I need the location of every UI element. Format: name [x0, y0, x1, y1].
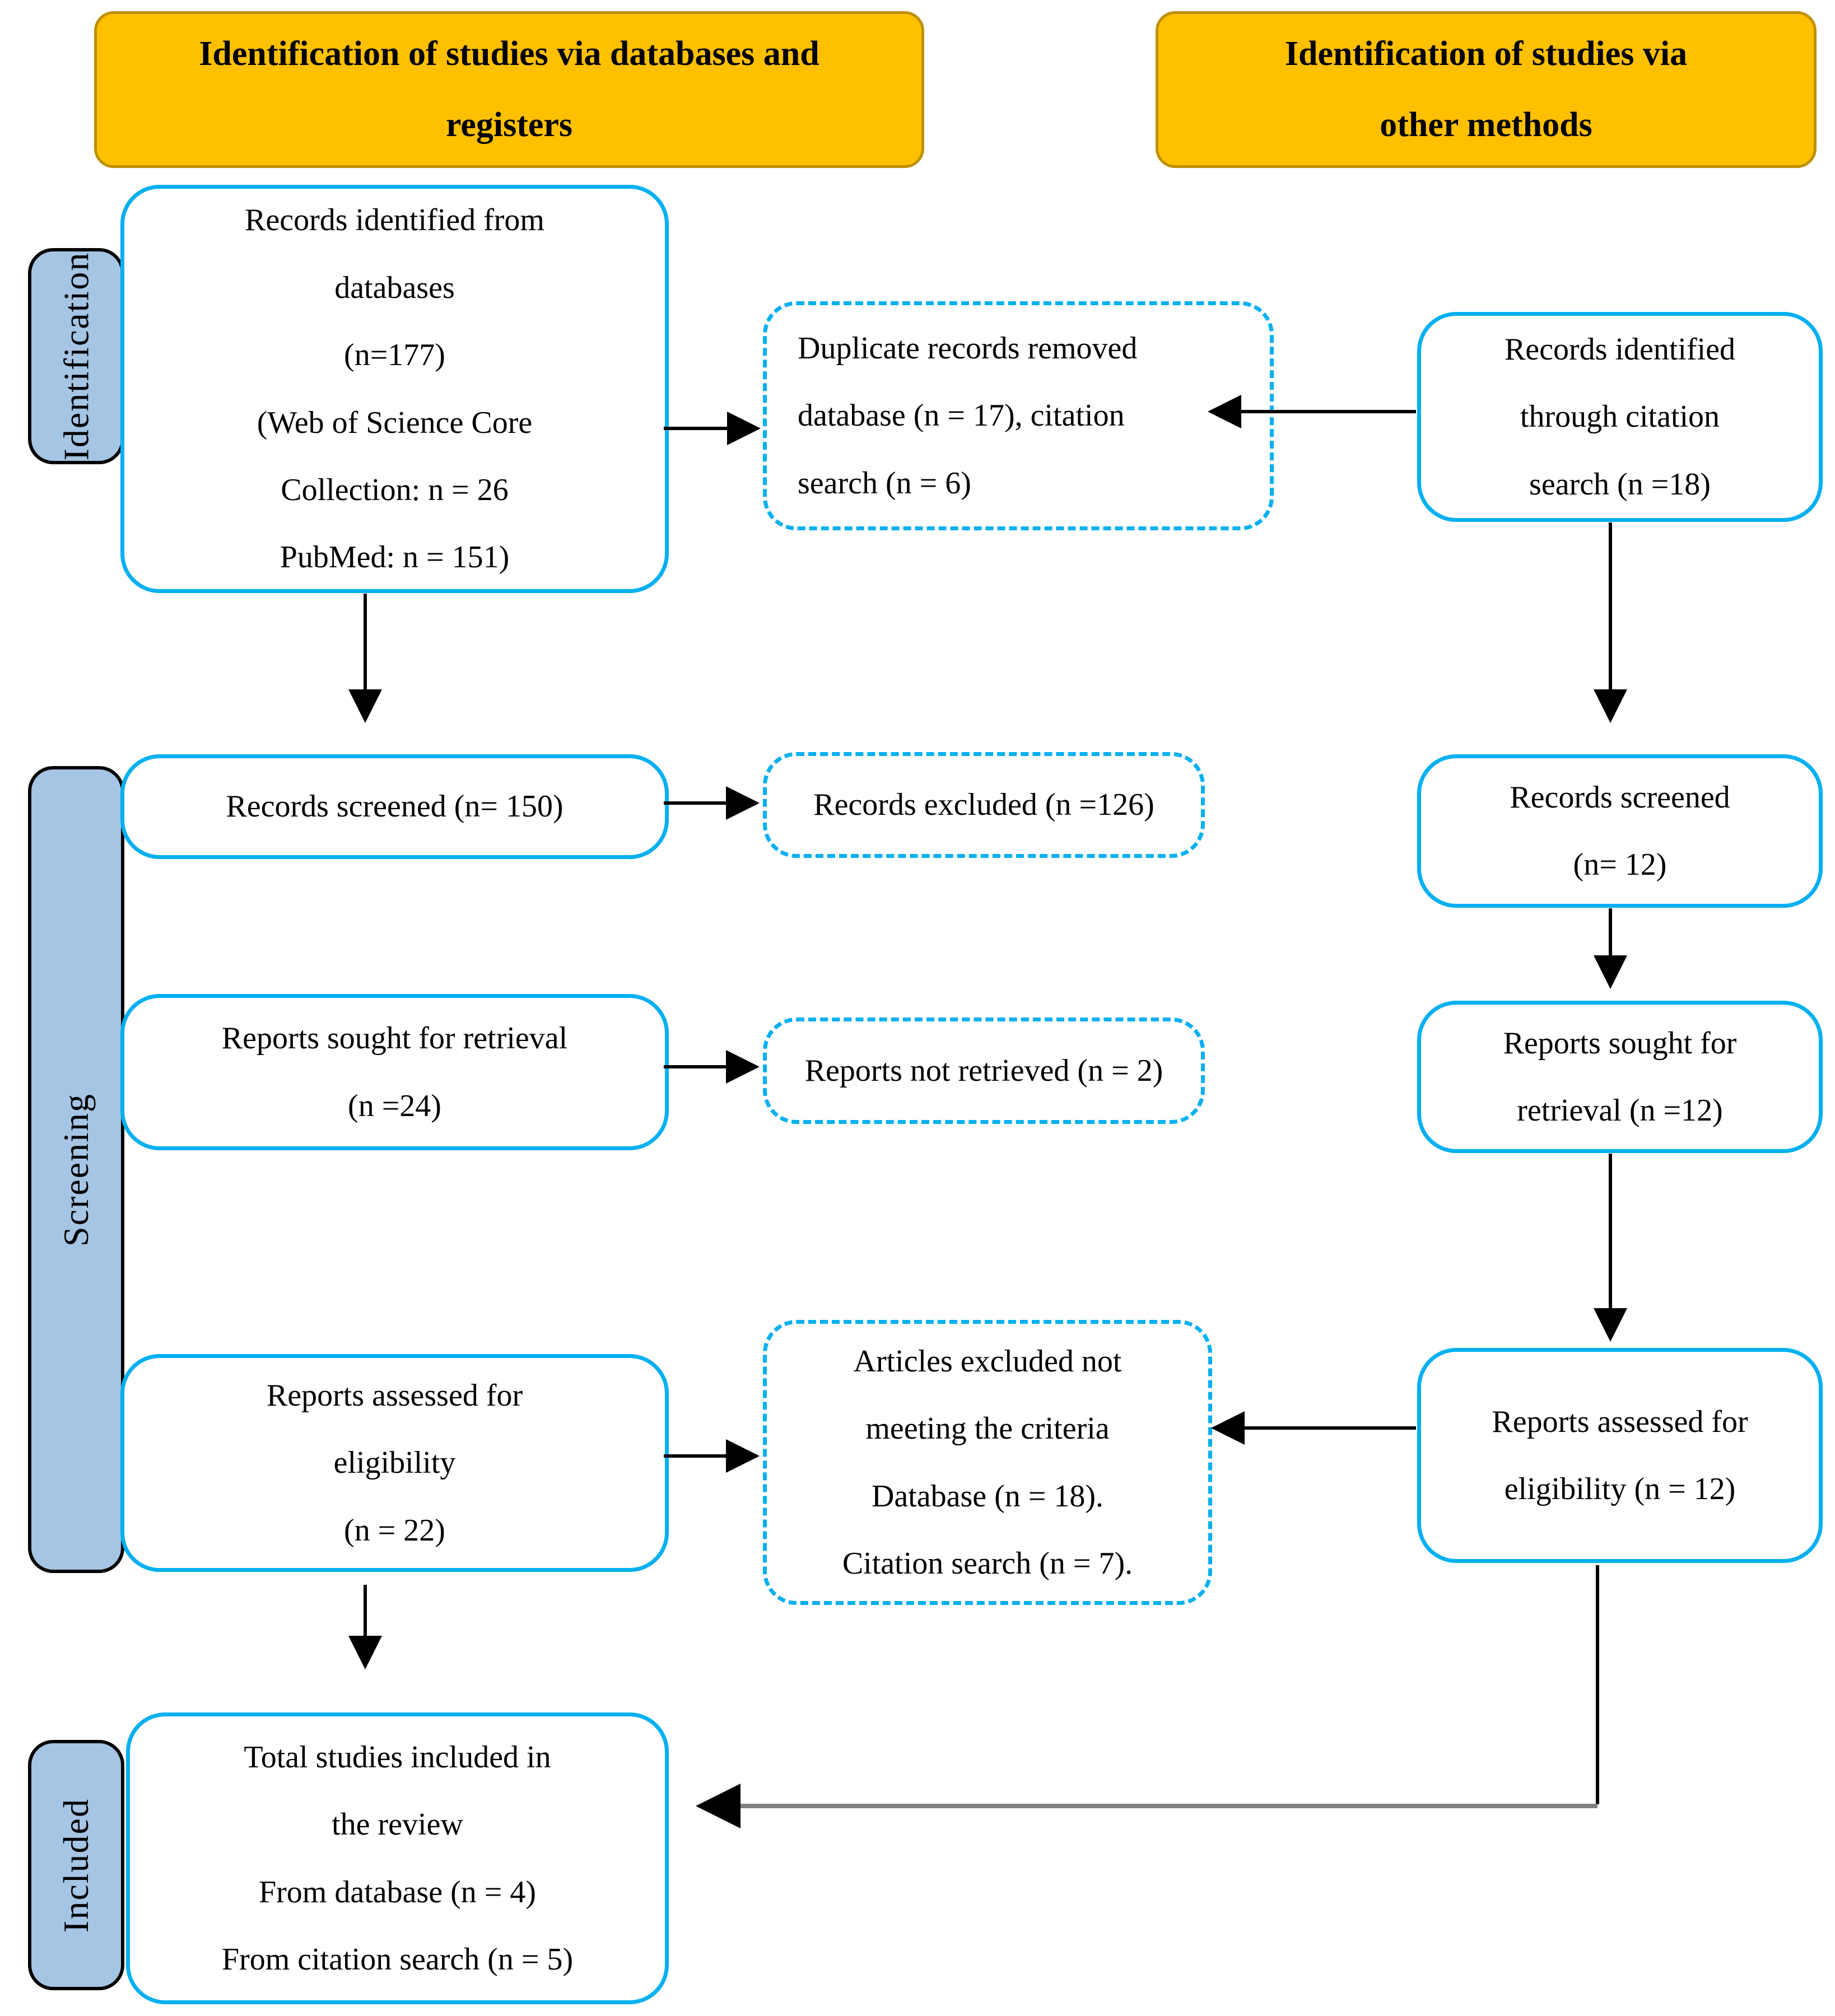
stage-label-screening-text: Screening	[56, 1093, 96, 1247]
box-reports-not-retrieved: Reports not retrieved (n = 2)	[763, 1018, 1205, 1124]
header-other-methods: Identification of studies via other meth…	[1156, 11, 1817, 168]
box-records-screened-citation: Records screened (n= 12)	[1417, 754, 1823, 908]
box-records-identified-databases: Records identified from databases (n=177…	[120, 185, 669, 593]
box-articles-excluded: Articles excluded not meeting the criter…	[763, 1320, 1212, 1605]
box-reports-sought-citation: Reports sought for retrieval (n =12)	[1417, 1001, 1823, 1153]
box-records-excluded: Records excluded (n =126)	[763, 752, 1205, 858]
box-reports-assessed-citation: Reports assessed for eligibility (n = 12…	[1417, 1348, 1823, 1563]
box-total-studies-included: Total studies included in the review Fro…	[126, 1712, 669, 2004]
box-records-identified-citation: Records identified through citation sear…	[1417, 312, 1823, 522]
box-reports-sought-databases: Reports sought for retrieval (n =24)	[120, 994, 669, 1150]
stage-label-identification-text: Identification	[56, 251, 96, 461]
box-records-screened-databases: Records screened (n= 150)	[120, 754, 669, 859]
box-reports-assessed-databases: Reports assessed for eligibility (n = 22…	[120, 1354, 669, 1572]
stage-label-screening: Screening	[28, 766, 124, 1573]
box-duplicates-removed: Duplicate records removed database (n = …	[763, 301, 1274, 530]
header-databases-registers: Identification of studies via databases …	[94, 11, 924, 168]
stage-label-included: Included	[28, 1740, 124, 1990]
stage-label-identification: Identification	[28, 248, 124, 464]
stage-label-included-text: Included	[56, 1798, 96, 1933]
